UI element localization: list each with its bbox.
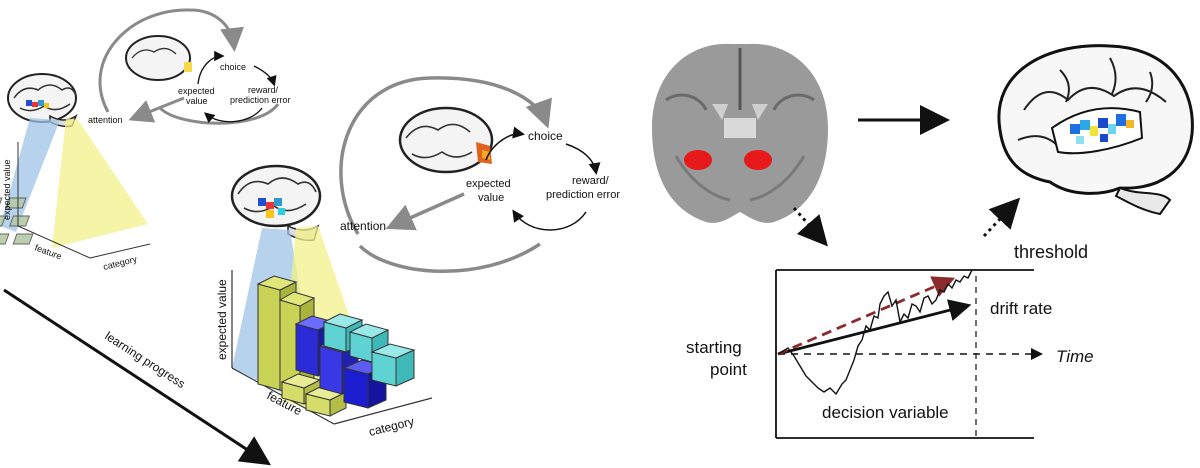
time-label: Time bbox=[1056, 347, 1094, 366]
small-outer-loop-arrow bbox=[98, 8, 244, 113]
lateral-brain-icon bbox=[997, 44, 1194, 216]
large-axis-expected-value: expected value bbox=[215, 279, 229, 360]
small-ev-to-choice-arrow bbox=[197, 50, 225, 85]
large-ev-to-attention-arrow bbox=[385, 192, 465, 231]
small-brain-icon bbox=[7, 73, 78, 128]
small-axis-category: category bbox=[102, 254, 138, 272]
small-axis-expected-value: expected value bbox=[2, 159, 12, 220]
large-choice-to-reward-arrow bbox=[565, 143, 601, 175]
small-outer-loop-bottom bbox=[158, 103, 280, 125]
large-panel: expected value feature category bbox=[215, 76, 620, 439]
large-attention-label: attention bbox=[340, 219, 386, 233]
small-ev-to-attention-arrow bbox=[128, 96, 185, 123]
small-ev-label-1: expected bbox=[178, 86, 215, 96]
large-reward-label-1: reward/ bbox=[572, 175, 610, 187]
small-attention-label: attention bbox=[88, 115, 123, 125]
small-category-axis bbox=[89, 243, 151, 259]
small-choice-label: choice bbox=[220, 62, 246, 72]
large-outer-loop-bottom bbox=[358, 242, 541, 274]
drift-rate-arrow bbox=[777, 299, 972, 356]
decision-variable-trace bbox=[777, 269, 973, 396]
small-reward-label-1: reward/ bbox=[248, 85, 279, 95]
large-axis-category: category bbox=[367, 414, 415, 439]
large-ev-label-1: expected bbox=[466, 178, 511, 190]
large-category-axis bbox=[333, 397, 433, 425]
small-reward-label-2: prediction error bbox=[230, 95, 291, 105]
large-choice-label: choice bbox=[528, 129, 563, 143]
small-loop-brain-icon bbox=[125, 35, 191, 81]
right-roi bbox=[744, 150, 772, 170]
large-loop-diagram: choice reward/ prediction error expected… bbox=[339, 76, 620, 274]
large-loop-brain-icon bbox=[398, 106, 494, 174]
ddm-diagram: threshold drift rate starting point Time… bbox=[686, 242, 1094, 439]
ddm-to-brain-dotted-arrow bbox=[982, 197, 1021, 238]
large-reward-label-2: prediction error bbox=[546, 189, 620, 201]
threshold-label: threshold bbox=[1014, 242, 1088, 262]
large-outer-loop-arrow bbox=[339, 76, 552, 235]
drift-rate-label: drift rate bbox=[990, 299, 1052, 318]
small-choice-to-reward-arrow bbox=[253, 65, 277, 87]
left-roi bbox=[684, 150, 712, 170]
small-loop-diagram: choice reward/ prediction error expected… bbox=[88, 8, 291, 125]
decision-variable-label: decision variable bbox=[822, 403, 949, 422]
coronal-mri-slice bbox=[652, 43, 828, 223]
large-reward-to-ev-arrow bbox=[512, 209, 587, 231]
feature-tiles bbox=[0, 197, 34, 245]
learning-progress-arrow bbox=[3, 288, 272, 466]
large-ev-to-choice-arrow bbox=[485, 126, 525, 161]
large-ev-label-2: value bbox=[478, 192, 504, 204]
starting-point-label-2: point bbox=[710, 360, 747, 379]
mri-to-ddm-dotted-arrow bbox=[792, 207, 828, 247]
value-bars bbox=[256, 275, 416, 417]
yellow-cone bbox=[52, 118, 148, 248]
starting-point-label-1: starting bbox=[686, 338, 742, 357]
small-panel: expected value feature category choice r… bbox=[0, 8, 291, 272]
temporal-activation bbox=[1050, 107, 1144, 155]
small-ev-label-2: value bbox=[186, 96, 208, 106]
small-feature-axis bbox=[17, 225, 91, 259]
small-reward-to-ev-arrow bbox=[204, 107, 263, 124]
